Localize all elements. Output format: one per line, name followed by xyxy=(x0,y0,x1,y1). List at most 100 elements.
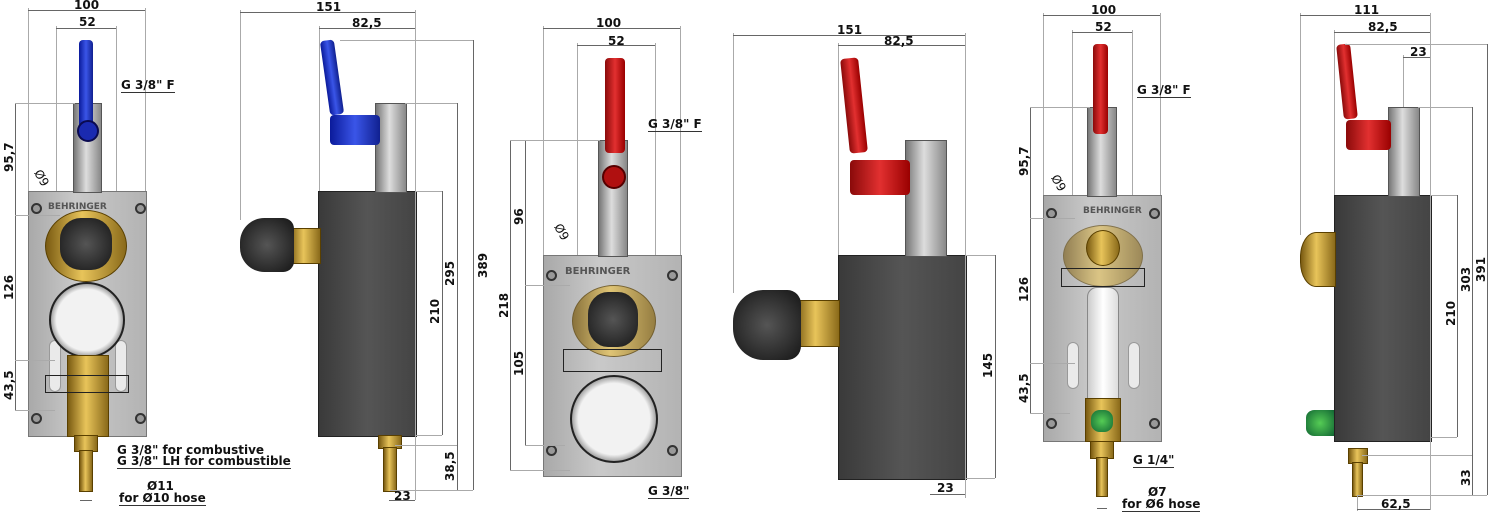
dim-nozzle-offset: 23 xyxy=(394,489,411,503)
dim-height-low: 105 xyxy=(512,350,526,376)
dim-depth-inner: 82,5 xyxy=(884,34,914,48)
valve-handle-blue xyxy=(79,40,93,140)
regulator-knob xyxy=(60,218,112,270)
logo: BEHRINGER xyxy=(565,266,631,277)
valve-hub xyxy=(602,165,626,189)
label-plate xyxy=(563,349,662,372)
dim-height-mid: 126 xyxy=(2,274,16,300)
dim-height-mid: 126 xyxy=(1017,276,1031,302)
callout-inlet: G 3/8" F xyxy=(648,117,702,132)
logo: BEHRINGER xyxy=(48,202,107,212)
dim-height-total: 391 xyxy=(1474,256,1488,282)
dim-height-total: 218 xyxy=(497,292,511,318)
hose-nozzle xyxy=(1096,457,1108,497)
enclosure-box xyxy=(318,191,417,437)
slot xyxy=(1128,342,1140,389)
nozzle-diameter: Ø7 xyxy=(1148,485,1167,499)
callout-inlet: G 3/8" F xyxy=(121,78,175,93)
screw xyxy=(667,270,678,281)
enclosure-box xyxy=(1334,195,1432,442)
dim-nozzle-offset: 62,5 xyxy=(1381,497,1411,511)
hose-nozzle xyxy=(79,450,93,492)
regulator-stem xyxy=(67,355,109,437)
valve-handle-red xyxy=(840,57,868,154)
screw xyxy=(31,203,42,214)
label-plate xyxy=(45,375,129,393)
dim-height-nozzle: 38,5 xyxy=(443,451,457,481)
dim-height-valve: 303 xyxy=(1459,266,1473,292)
valve-handle-red xyxy=(605,58,625,153)
logo: BEHRINGER xyxy=(1083,206,1142,216)
regulator-bonnet xyxy=(289,228,321,264)
dim-height-top: 96 xyxy=(512,208,526,225)
dim-hole: Ø9 xyxy=(31,167,52,189)
dim-height-top: 95,7 xyxy=(2,142,16,172)
dim-line xyxy=(28,10,145,11)
screw xyxy=(135,413,146,424)
screw xyxy=(667,445,678,456)
screw xyxy=(1149,418,1160,429)
regulator-knob xyxy=(588,292,638,347)
ball-valve xyxy=(73,103,102,193)
dim-width-inner: 52 xyxy=(608,34,625,48)
slot xyxy=(1067,342,1079,389)
dim-depth-total: 151 xyxy=(316,0,342,14)
regulator-knob xyxy=(240,218,294,272)
dim-hole: Ø9 xyxy=(1048,172,1069,194)
dim-width-inner: 52 xyxy=(1095,20,1112,34)
dim-height-box: 210 xyxy=(428,298,442,324)
hose-nozzle xyxy=(1352,462,1363,497)
pressure-gauge xyxy=(49,282,125,358)
valve-lever xyxy=(1346,120,1391,150)
screw xyxy=(135,203,146,214)
callout-inlet: G 3/8" F xyxy=(1137,83,1191,98)
dim-height-total: 389 xyxy=(476,252,490,278)
regulator-knob xyxy=(733,290,801,360)
flow-adjust-knob xyxy=(1091,410,1113,432)
dim-height-low: 43,5 xyxy=(1017,373,1031,403)
regulator-cap xyxy=(1086,230,1120,266)
dim-depth-total: 151 xyxy=(837,23,863,37)
valve-lever xyxy=(330,115,380,145)
pressure-gauge xyxy=(570,375,658,463)
enclosure-box xyxy=(838,255,967,480)
dim-width-total: 100 xyxy=(74,0,100,12)
nozzle-diameter: Ø11 xyxy=(147,479,174,493)
dim-hole: Ø9 xyxy=(551,221,572,243)
ball-valve xyxy=(375,103,407,193)
dim-height-nozzle: 33 xyxy=(1459,469,1473,486)
ball-valve xyxy=(905,140,947,257)
hose-size: for Ø10 hose xyxy=(119,491,206,506)
flowmeter-tube xyxy=(1087,287,1119,402)
valve-handle-red xyxy=(1093,44,1108,134)
screw xyxy=(546,270,557,281)
dim-depth-total: 111 xyxy=(1354,3,1380,17)
dim-width-total: 100 xyxy=(596,16,622,30)
valve-handle-blue xyxy=(319,39,345,116)
dim-height-top: 95,7 xyxy=(1017,146,1031,176)
label-plate xyxy=(1061,268,1145,287)
dim-width-total: 100 xyxy=(1091,3,1117,17)
dim-height-valve: 295 xyxy=(443,260,457,286)
dim-depth-inner: 82,5 xyxy=(352,16,382,30)
regulator-bonnet xyxy=(795,300,840,347)
slot xyxy=(115,340,127,392)
dim-height-low: 43,5 xyxy=(2,370,16,400)
valve-hub xyxy=(77,120,99,142)
ball-valve xyxy=(598,140,628,257)
callout-outlet-combustive: G 3/8" for combustive xyxy=(117,443,265,457)
callout-outlet-combustible: G 3/8" LH for combustible xyxy=(117,454,291,469)
flow-adjust-knob xyxy=(1306,410,1334,436)
regulator-cap xyxy=(1300,232,1336,287)
hose-nozzle xyxy=(383,447,397,492)
callout-outlet: G 3/8" xyxy=(648,484,690,499)
valve-handle-red xyxy=(1336,43,1358,120)
screw xyxy=(1149,208,1160,219)
dim-width-inner: 52 xyxy=(79,15,96,29)
dim-depth-inner: 82,5 xyxy=(1368,20,1398,34)
hose-size: for Ø6 hose xyxy=(1122,497,1201,512)
screw xyxy=(31,413,42,424)
screw xyxy=(1046,418,1057,429)
ball-valve xyxy=(1388,107,1420,197)
